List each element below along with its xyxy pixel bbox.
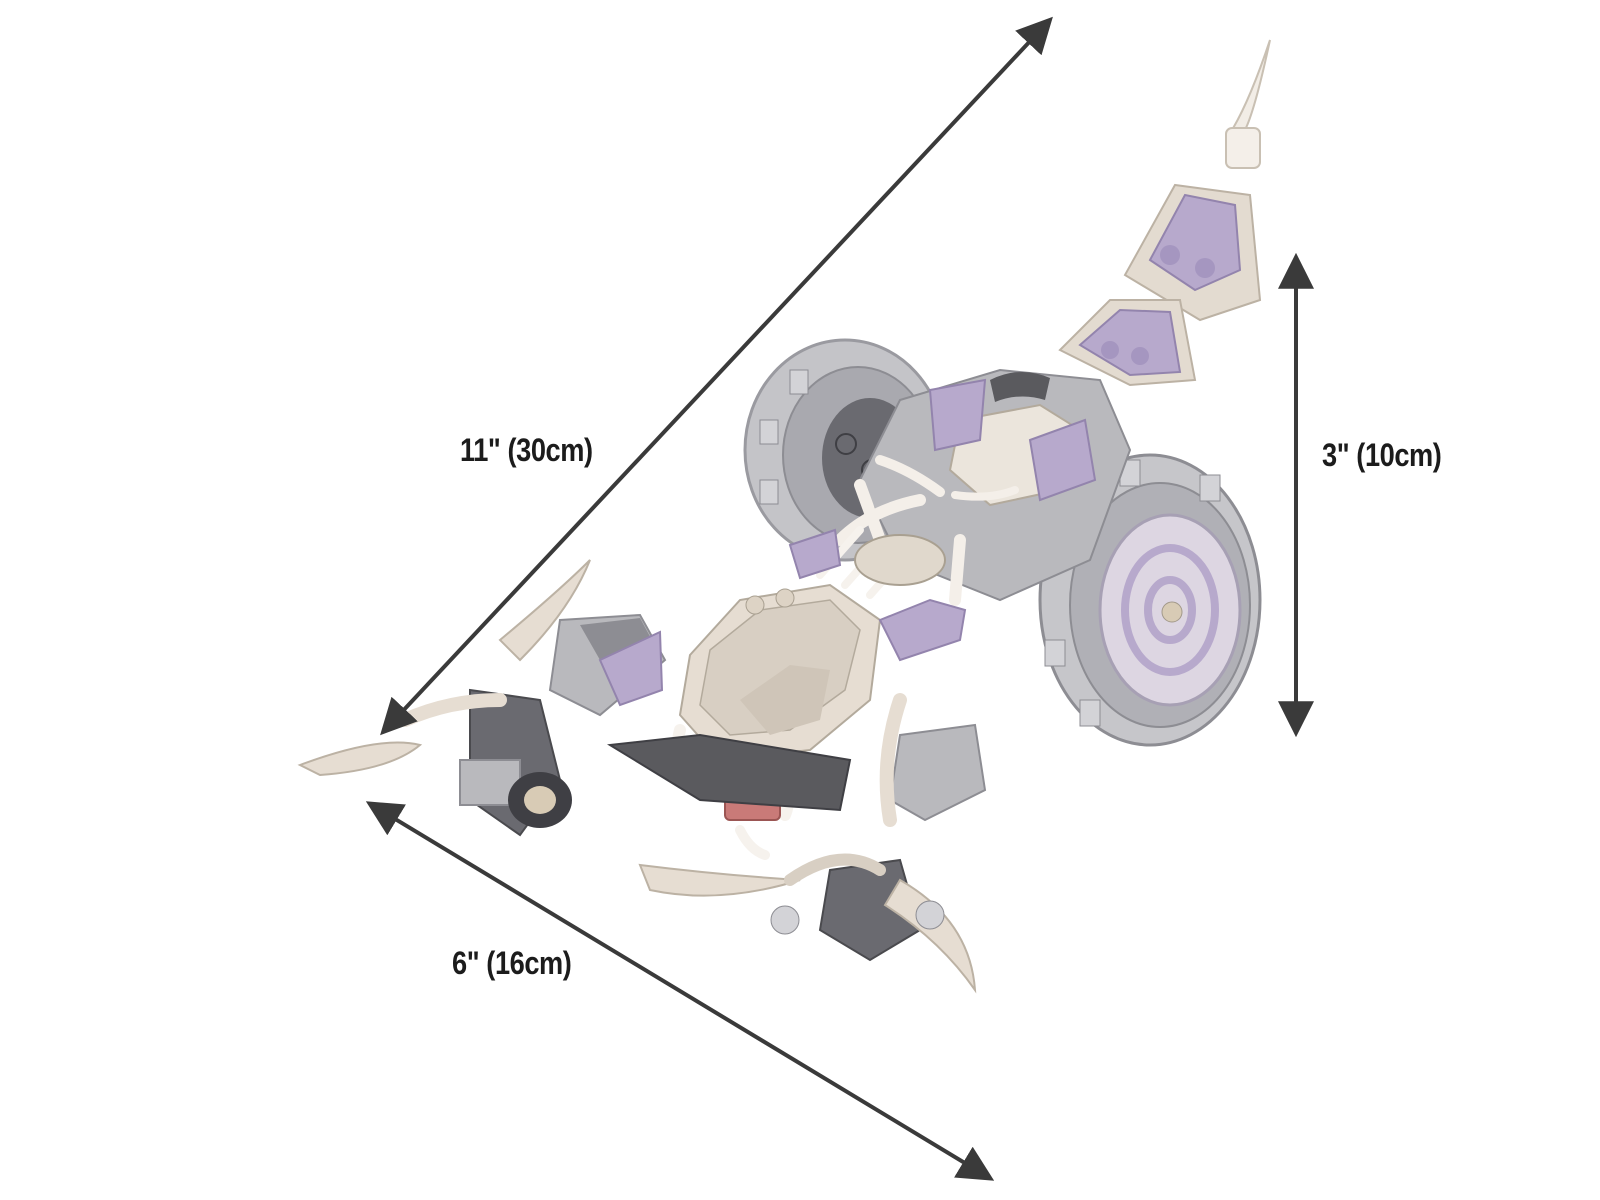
rear-right-wheel (1038, 453, 1262, 747)
skull-head (671, 583, 882, 860)
length-label: 11" (30cm) (460, 432, 593, 468)
left-claw (297, 559, 667, 837)
width-label: 6" (16cm) (452, 945, 572, 981)
length-arrow-icon (380, 16, 1053, 736)
width-arrow-icon (365, 801, 995, 1181)
height-label: 3" (10cm) (1322, 437, 1442, 473)
tail (1058, 39, 1271, 387)
